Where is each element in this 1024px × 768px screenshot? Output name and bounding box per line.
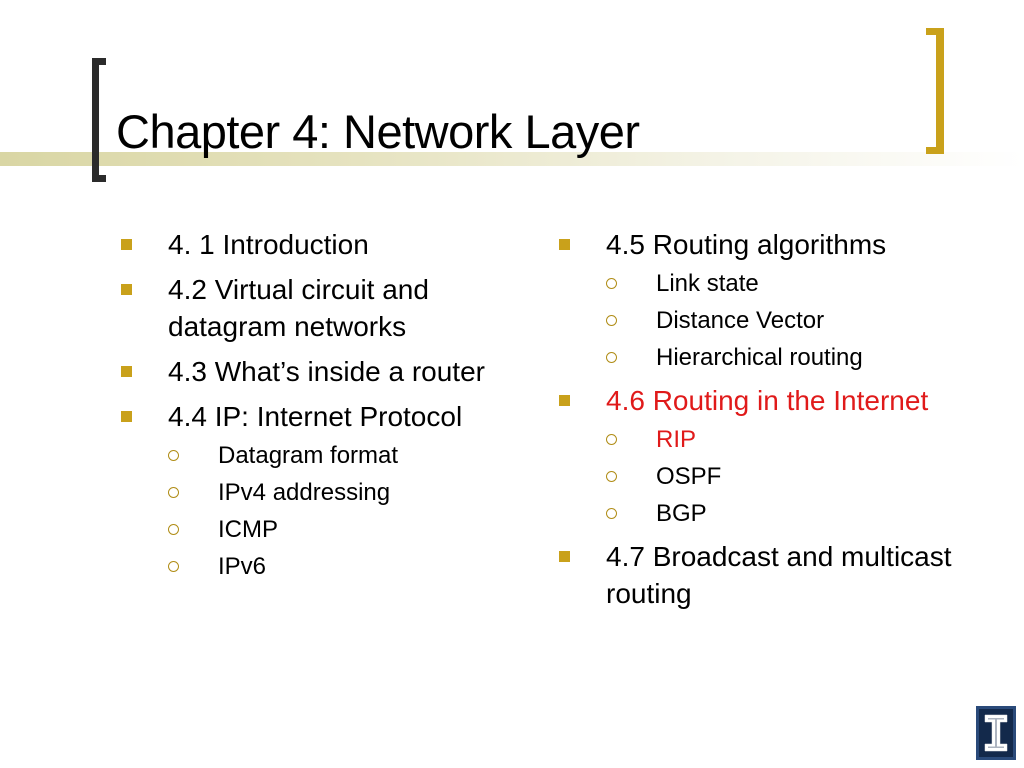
list-item-label: 4.4 IP: Internet Protocol [168,401,463,432]
list-item-ip: 4.4 IP: Internet Protocol Datagram forma… [118,398,518,583]
right-column-list: 4.5 Routing algorithms Link state Distan… [556,226,986,620]
square-bullet-icon [121,366,132,377]
block-i-logo-icon [976,706,1016,760]
sublist-item: Datagram format [168,439,518,472]
sublist-item: Hierarchical routing [606,341,986,374]
slide-title: Chapter 4: Network Layer [116,105,640,158]
routing-internet-sublist: RIP OSPF BGP [606,423,986,530]
list-item-routing-internet: 4.6 Routing in the Internet RIP OSPF BGP [556,382,986,530]
ring-bullet-icon [606,352,617,363]
sublist-item-label: IPv4 addressing [218,479,391,506]
ring-bullet-icon [606,508,617,519]
sublist-item-label: OSPF [656,463,722,490]
routing-algorithms-sublist: Link state Distance Vector Hierarchical … [606,267,986,374]
list-item-router: 4.3 What’s inside a router [118,353,518,390]
sublist-item-label: BGP [656,500,707,527]
list-item-label: 4.7 Broadcast and multicast routing [606,541,952,609]
sublist-item-label: Datagram format [218,442,399,469]
list-item-routing-algorithms: 4.5 Routing algorithms Link state Distan… [556,226,986,374]
sublist-item-label: Distance Vector [656,307,825,334]
sublist-item: ICMP [168,513,518,546]
sublist-item: IPv4 addressing [168,476,518,509]
ring-bullet-icon [606,471,617,482]
sublist-item-label-highlighted: RIP [656,426,697,453]
ring-bullet-icon [606,315,617,326]
square-bullet-icon [559,551,570,562]
ring-bullet-icon [168,524,179,535]
list-item-label-highlighted: 4.6 Routing in the Internet [606,385,929,416]
right-bracket-icon [926,28,944,154]
list-item-label: 4.5 Routing algorithms [606,229,887,260]
square-bullet-icon [121,239,132,250]
sublist-item-label: IPv6 [218,553,267,580]
list-item-label: 4.2 Virtual circuit and datagram network… [168,274,429,342]
square-bullet-icon [559,395,570,406]
ip-sublist: Datagram format IPv4 addressing ICMP IPv… [168,439,518,583]
sublist-item: BGP [606,497,986,530]
list-item-broadcast: 4.7 Broadcast and multicast routing [556,538,986,612]
sublist-item: OSPF [606,460,986,493]
left-bracket-icon [92,58,106,182]
list-item-intro: 4. 1 Introduction [118,226,518,263]
square-bullet-icon [121,284,132,295]
title-stripe [0,152,1024,166]
ring-bullet-icon [606,434,617,445]
left-column-list: 4. 1 Introduction 4.2 Virtual circuit an… [118,226,518,591]
sublist-item: RIP [606,423,986,456]
list-item-label: 4.3 What’s inside a router [168,356,485,387]
ring-bullet-icon [168,450,179,461]
sublist-item: IPv6 [168,550,518,583]
list-item-label: 4. 1 Introduction [168,229,369,260]
sublist-item-label: ICMP [218,516,278,543]
list-item-virtual-circuit: 4.2 Virtual circuit and datagram network… [118,271,518,345]
ring-bullet-icon [168,487,179,498]
square-bullet-icon [121,411,132,422]
square-bullet-icon [559,239,570,250]
sublist-item-label: Hierarchical routing [656,344,863,371]
ring-bullet-icon [168,561,179,572]
ring-bullet-icon [606,278,617,289]
sublist-item-label: Link state [656,270,759,297]
sublist-item: Distance Vector [606,304,986,337]
block-i-logo-shape [984,714,1008,752]
sublist-item: Link state [606,267,986,300]
